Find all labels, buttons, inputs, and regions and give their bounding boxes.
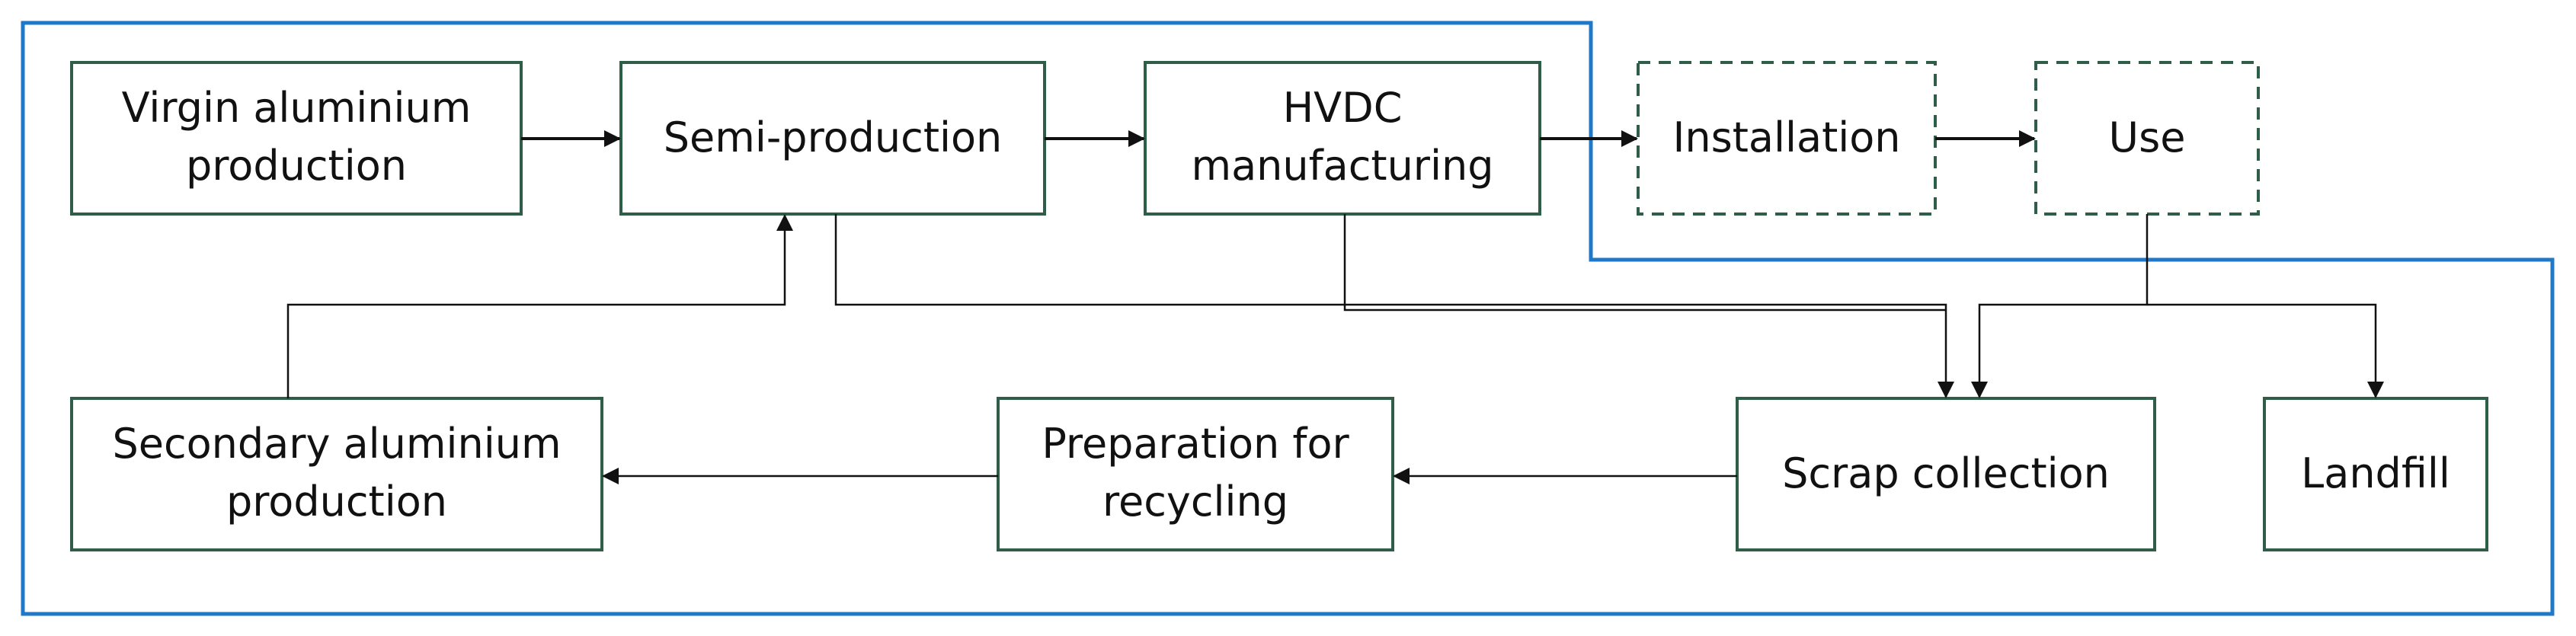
- secondary-aluminium-label-1: Secondary aluminium: [112, 420, 561, 468]
- arrow-semi-to-scrap: [834, 214, 1954, 398]
- arrow-use-to-landfill: [2147, 303, 2384, 398]
- system-boundary: [21, 21, 2555, 616]
- semi-production-label: Semi-production: [664, 113, 1003, 161]
- scrap-collection-label: Scrap collection: [1782, 449, 2110, 497]
- landfill-box: [2263, 397, 2488, 551]
- arrow-hvdc-to-scrap: [1343, 214, 1946, 312]
- landfill-label: Landfill: [2301, 449, 2450, 497]
- preparation-label-1: Preparation for: [1042, 420, 1349, 468]
- virgin-aluminium-label-2: production: [186, 142, 407, 190]
- installation-label: Installation: [1672, 113, 1900, 161]
- use-label: Use: [2109, 113, 2186, 161]
- preparation-label-2: recycling: [1102, 478, 1288, 526]
- secondary-aluminium-label-2: production: [226, 478, 447, 526]
- scrap-collection-box: [1736, 397, 2156, 551]
- virgin-aluminium-label-1: Virgin aluminium: [122, 84, 472, 132]
- arrow-secondary-to-semi: [286, 214, 793, 398]
- hvdc-manufacturing-label-1: HVDC: [1283, 84, 1403, 132]
- hvdc-manufacturing-label-2: manufacturing: [1191, 142, 1493, 190]
- arrow-use-to-scrap: [1971, 214, 2149, 398]
